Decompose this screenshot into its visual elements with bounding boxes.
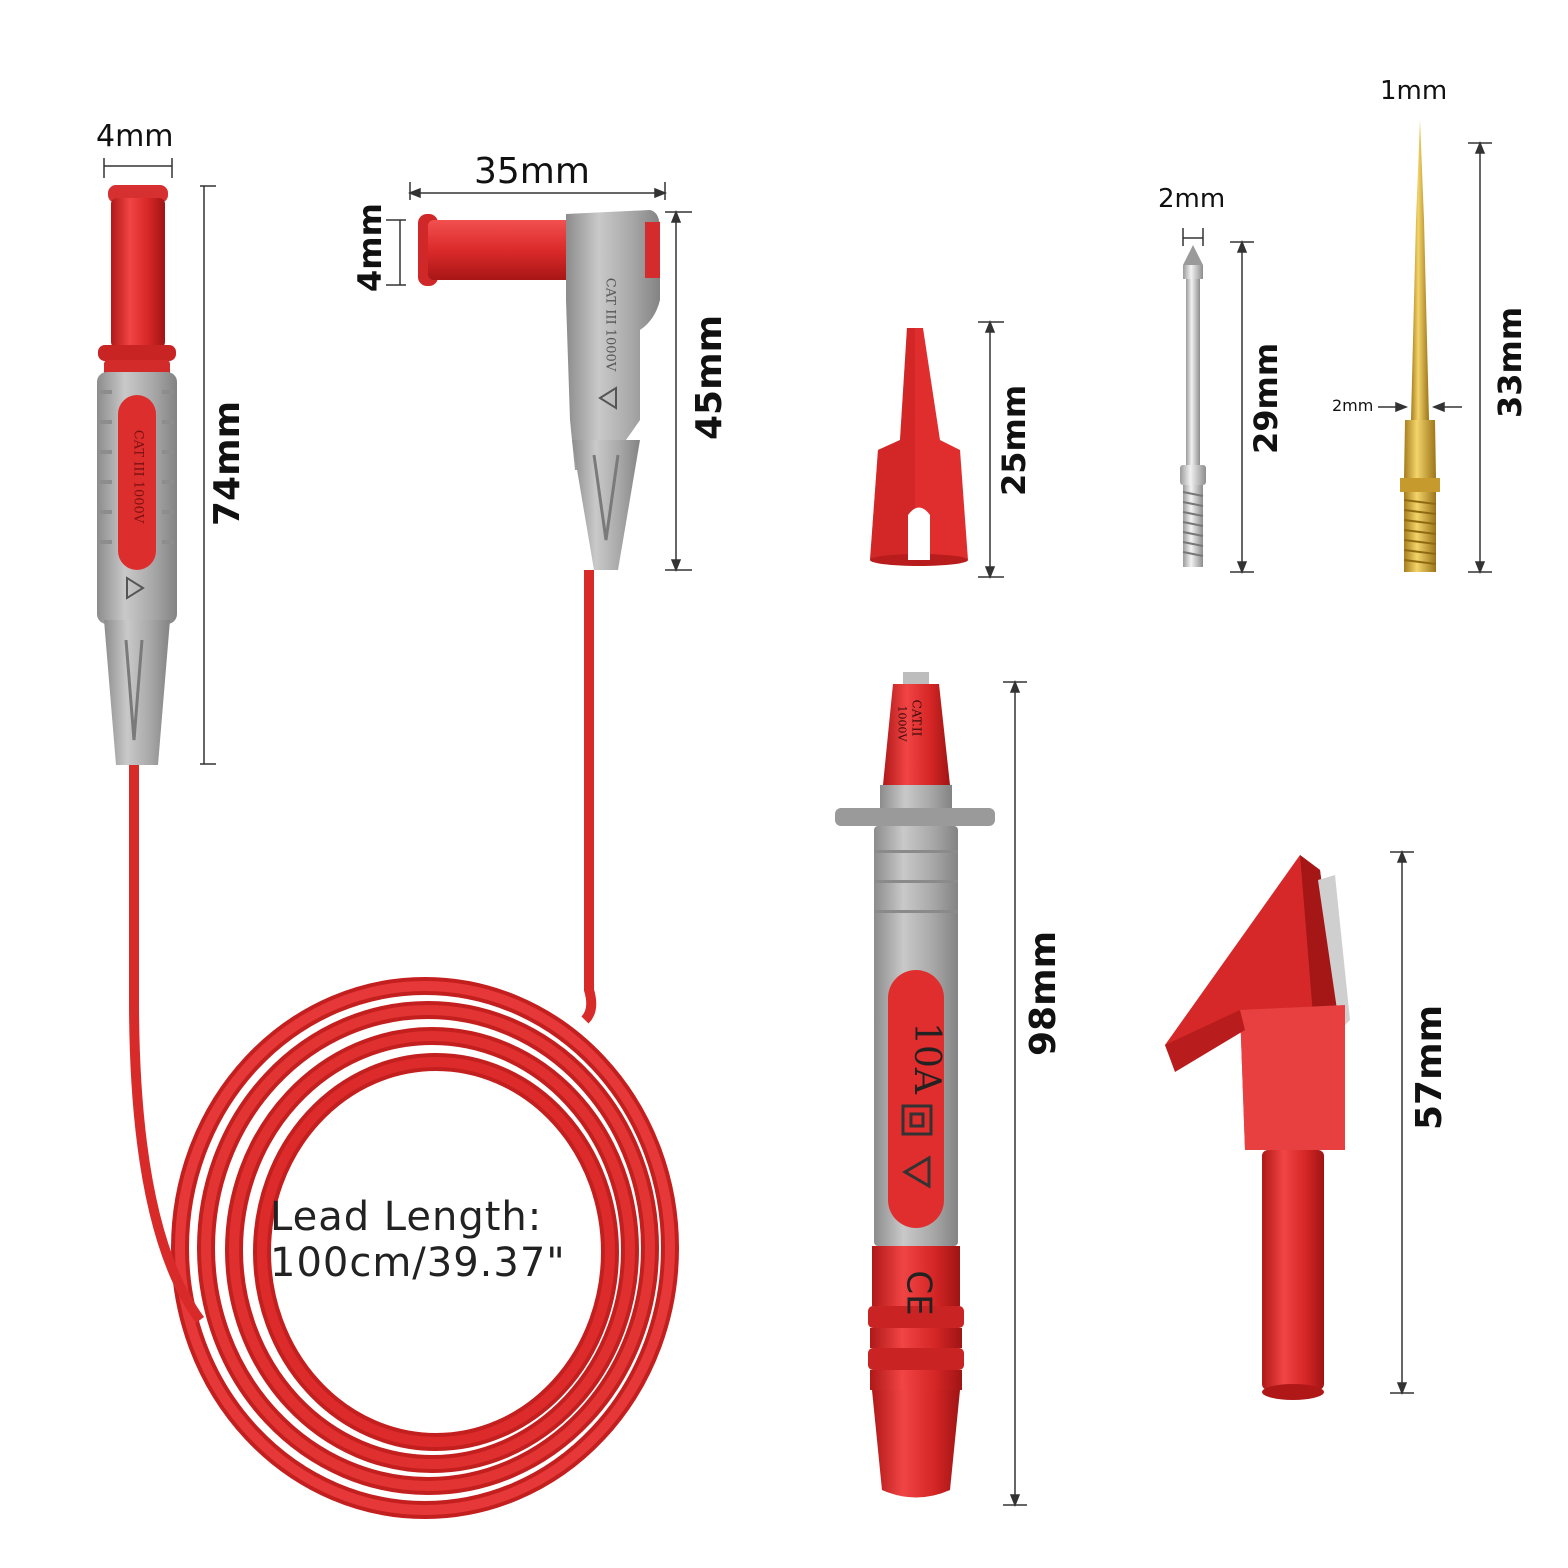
right-angle-length-label: 45mm (689, 314, 730, 440)
insulator-cap-length-label: 25mm (995, 384, 1033, 496)
probe-top-rating: CAT.II (909, 699, 924, 737)
lead-length-line1: Lead Length: (270, 1194, 543, 1240)
dimension-line-straight-plug-length (200, 185, 216, 765)
probe-length-label: 98mm (1023, 930, 1064, 1056)
right-angle-banana-plug (418, 210, 660, 570)
right-angle-pin-label: 4mm (351, 203, 389, 292)
dimension-line-alligator-length (1390, 849, 1414, 1396)
gold-needle-base-label: 2mm (1332, 396, 1374, 415)
probe-top-voltage: 1000V (895, 705, 909, 742)
gold-needle-tip-label: 1mm (1380, 76, 1448, 106)
warning-triangle-icon (598, 386, 617, 410)
warning-triangle-icon (902, 1155, 931, 1189)
dimension-line-probe-length (1003, 679, 1027, 1508)
straight-plug-length-label: 74mm (207, 400, 248, 526)
lead-length-line2: 100cm/39.37" (270, 1240, 566, 1286)
dimension-line-insulator-cap (978, 319, 1004, 580)
dimension-line-right-angle-width (407, 182, 668, 200)
cable-left-strand (129, 765, 205, 1323)
dimension-line-gold-needle-length (1468, 140, 1492, 575)
right-angle-rating-text: CAT III 1000V (602, 277, 618, 372)
lead-length-caption: Lead Length: 100cm/39.37" (270, 1194, 566, 1286)
steel-pin-length-label: 29mm (1247, 342, 1285, 454)
alligator-clip (1165, 855, 1350, 1400)
straight-banana-plug (97, 185, 177, 765)
alligator-clip-length-label: 57mm (1409, 1004, 1450, 1130)
probe-current-rating: 10A (905, 1022, 947, 1094)
steel-pin (1180, 245, 1206, 567)
dimension-line-right-angle-pin (386, 219, 406, 286)
cable-coil (171, 977, 679, 1519)
dimension-line-gold-needle-base (1378, 401, 1462, 413)
dimension-line-steel-pin-length (1230, 239, 1254, 575)
dimension-line-right-angle-length (665, 209, 692, 573)
straight-plug-width-label: 4mm (96, 119, 174, 154)
test-probe (835, 672, 995, 1498)
ce-mark: CE (898, 1270, 939, 1316)
warning-triangle-icon (126, 576, 145, 600)
insulator-cap (870, 328, 968, 566)
gold-needle-length-label: 33mm (1491, 306, 1529, 418)
double-insulation-icon (901, 1104, 933, 1136)
cable-right-strand (581, 570, 597, 1024)
steel-pin-width-label: 2mm (1158, 184, 1226, 214)
dimension-line-steel-pin-width (1182, 228, 1204, 246)
dimension-line-straight-plug-width (103, 158, 173, 178)
right-angle-width-label: 35mm (474, 151, 590, 192)
straight-plug-rating-text: CAT III 1000V (130, 429, 146, 524)
gold-needle (1400, 120, 1440, 572)
